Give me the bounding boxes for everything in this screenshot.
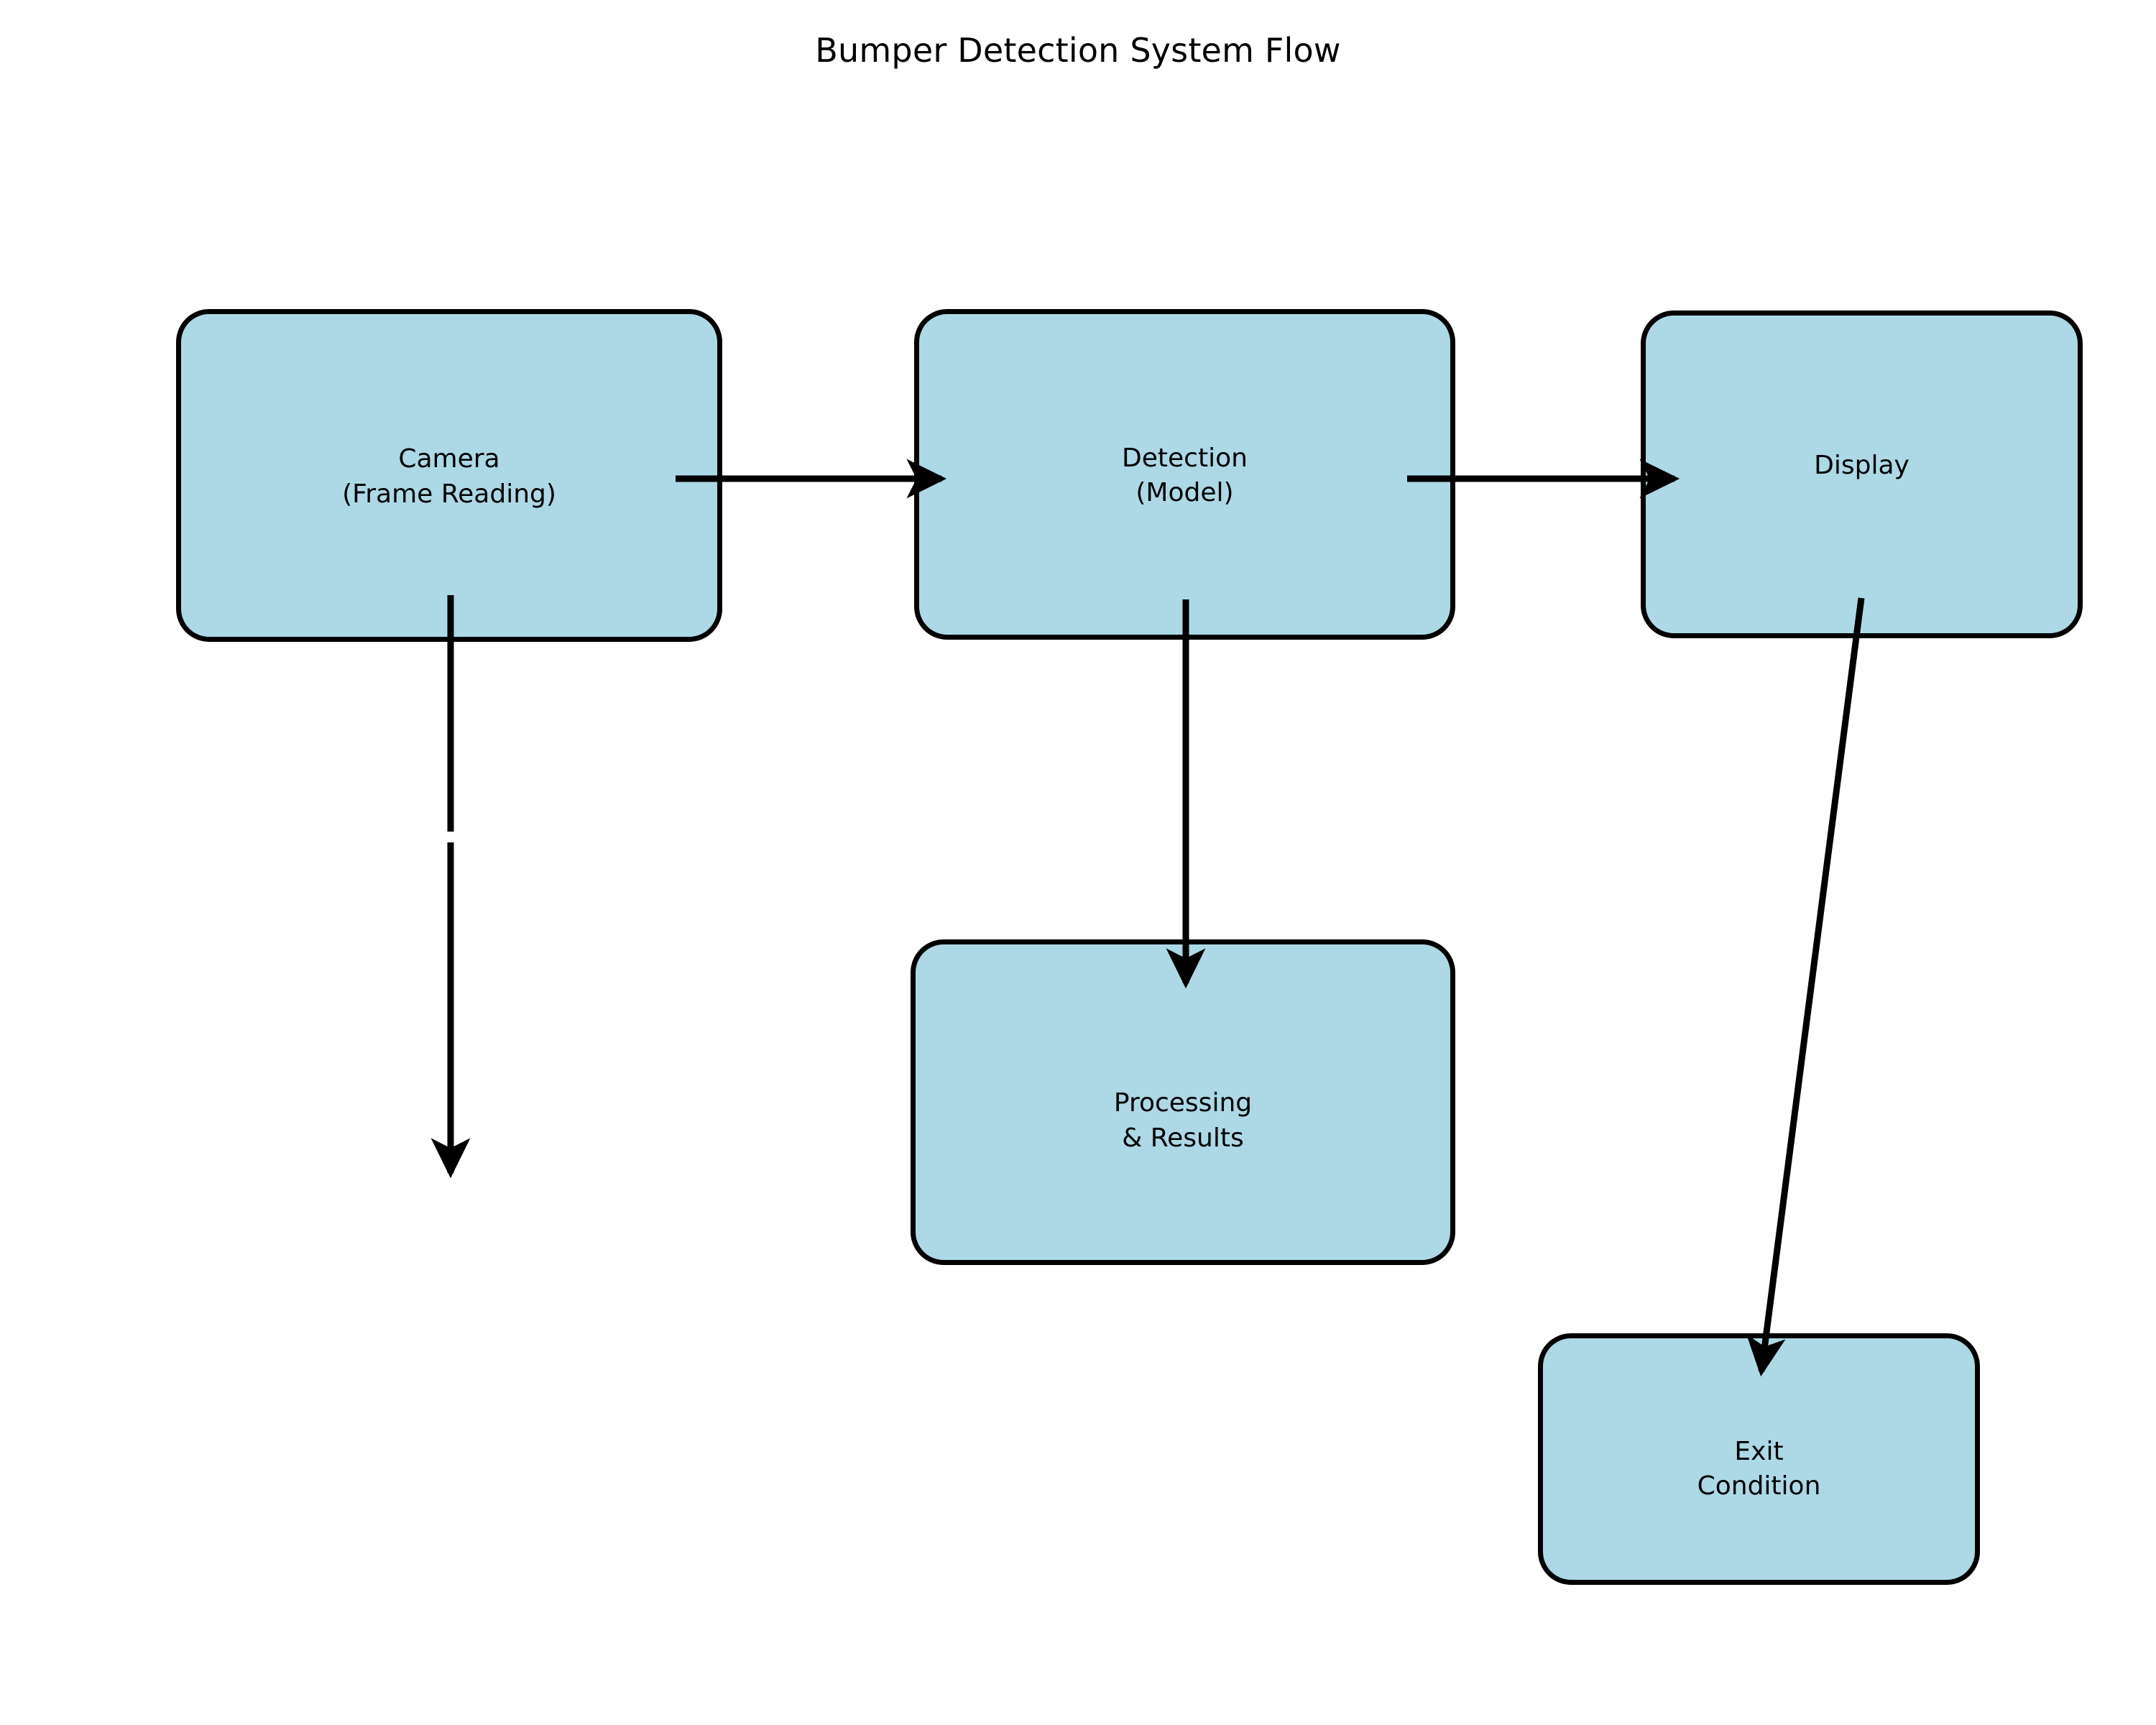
node-processing-label: Processing & Results [1113, 1088, 1253, 1153]
edge-display-to-exit [1746, 597, 1865, 1377]
node-display[interactable]: Display [1641, 310, 2083, 638]
node-exit-label: Exit Condition [1697, 1436, 1821, 1501]
node-camera[interactable]: Camera (Frame Reading) [176, 309, 722, 642]
page-title: Bumper Detection System Flow [815, 31, 1341, 70]
node-processing[interactable]: Processing & Results [911, 939, 1455, 1265]
node-camera-label: Camera (Frame Reading) [342, 444, 556, 509]
node-detection[interactable]: Detection (Model) [914, 309, 1455, 640]
node-display-label: Display [1814, 450, 1909, 480]
node-detection-label: Detection (Model) [1122, 443, 1248, 507]
node-exit[interactable]: Exit Condition [1538, 1333, 1980, 1585]
